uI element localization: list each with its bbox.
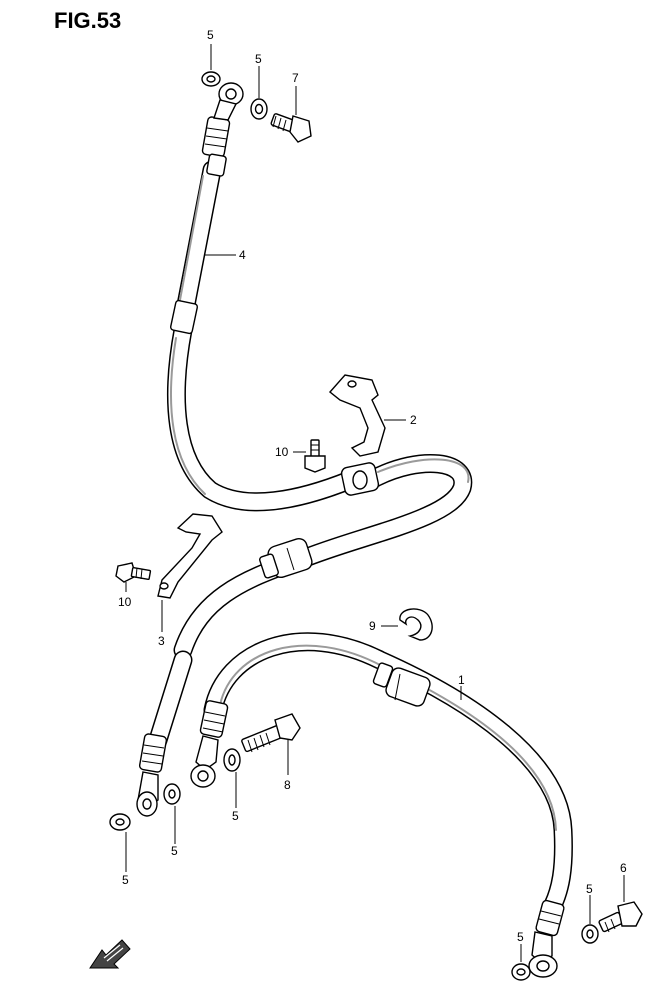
callout-3: 3: [158, 634, 165, 648]
bolt-10-lower: [115, 562, 152, 583]
hose-1-left-banjo-fitting: [190, 700, 229, 788]
callout-10-upper: 10: [275, 445, 289, 459]
lower-left-banjo-fitting: [136, 733, 168, 817]
center-hose-joint: [259, 462, 380, 579]
lower-right-banjo-fitting: [528, 899, 565, 978]
callout-9: 9: [369, 619, 376, 633]
figure-title: FIG.53: [54, 8, 122, 33]
top-banjo-fitting: [201, 82, 244, 177]
banjo-bolt-7: [270, 113, 312, 143]
callout-5-lower-left-1: 5: [122, 873, 129, 887]
callout-5-top-right: 5: [255, 52, 262, 66]
callout-5-mid: 5: [232, 809, 239, 823]
washer-top-left: [201, 71, 221, 87]
bracket-3: [157, 513, 223, 599]
callout-1: 1: [458, 673, 465, 687]
callout-2: 2: [410, 413, 417, 427]
callout-5-lower-right-2: 5: [586, 882, 593, 896]
washer-lower-right-1: [511, 963, 531, 981]
brake-hose-3-line: [148, 453, 473, 750]
washer-left-2: [163, 783, 181, 805]
callout-5-top-left: 5: [207, 28, 214, 42]
clamp-9: [399, 608, 433, 641]
front-direction-arrow-icon: [89, 939, 131, 969]
brake-hose-4: [167, 160, 360, 512]
callout-6: 6: [620, 861, 627, 875]
callout-10-lower: 10: [118, 595, 132, 609]
callout-4: 4: [239, 248, 246, 262]
callout-5-lower-right-1: 5: [517, 930, 524, 944]
washer-lower-right-2: [581, 924, 599, 944]
bracket-2: [328, 374, 386, 457]
banjo-bolt-6: [598, 901, 643, 933]
hose-joint-4: [169, 299, 199, 335]
callout-8: 8: [284, 778, 291, 792]
callout-7: 7: [292, 71, 299, 85]
washer-top-right: [250, 98, 268, 120]
washer-left-1: [109, 813, 131, 831]
banjo-bolt-8: [241, 713, 301, 753]
hose-1-joint: [372, 662, 431, 707]
callout-5-lower-left-2: 5: [171, 844, 178, 858]
washer-mid: [223, 748, 241, 772]
bolt-10-upper: [304, 439, 326, 473]
leader-lines: [125, 44, 625, 962]
